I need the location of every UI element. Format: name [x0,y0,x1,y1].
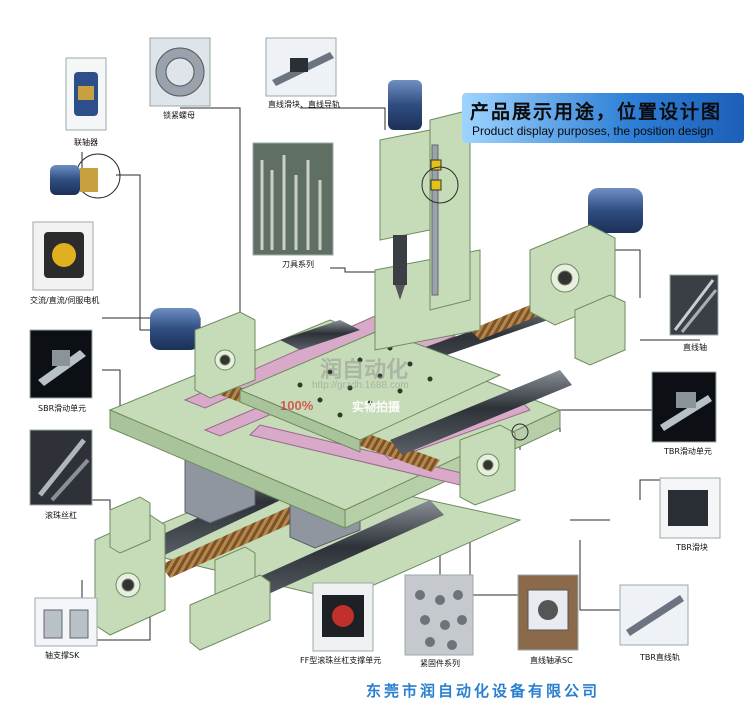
thumb-ball-screw [29,429,93,506]
label-tbr-block: TBR滑块 [676,543,708,552]
thumb-ff-support [312,582,374,652]
label-tbr-unit: TBR滑动单元 [664,447,712,456]
label-tools: 刀具系列 [282,260,314,269]
label-ball-screw: 滚珠丝杠 [45,511,77,520]
watermark-real: 实物拍摄 [352,400,401,414]
title-cn: 产品展示用途，位置设计图 [470,101,723,123]
label-linear-guide: 直线滑块、直线导轨 [268,100,340,109]
thumb-linear-bearing [517,574,579,651]
thumb-tbr-rail [619,584,689,646]
thumb-tbr-block [659,477,721,539]
thumb-tools [252,142,334,256]
thumb-lock-nut [149,37,211,107]
label-servo-motor: 交流/直流/伺服电机 [30,296,100,305]
label-linear-shaft: 直线轴 [683,343,707,352]
watermark-badge: 100% [280,398,314,413]
thumb-servo-motor [32,221,94,291]
thumb-shaft-support [34,597,98,647]
watermark-url: http://grzdh.1688.com [312,380,409,391]
z-motor [388,80,422,130]
thumb-tbr-unit [651,371,717,443]
lower-supports [94,496,271,651]
thumb-fasteners [404,574,474,656]
table-holes [297,345,433,418]
thumb-linear-shaft [669,274,719,336]
watermark-name: 润自动化 [320,358,409,383]
label-sbr-unit: SBR滑动单元 [38,404,87,413]
label-shaft-support: 轴支撑SK [45,651,80,660]
side-motors [150,188,643,350]
label-linear-bearing: 直线轴承SC [530,656,573,665]
thumb-sbr-unit [29,329,93,399]
label-lock-nut: 锁紧螺母 [163,111,195,120]
title-banner [462,93,744,143]
label-ff-support: FF型滚珠丝杠支撑单元 [300,656,382,665]
label-coupling: 联轴器 [74,138,98,147]
supports-upper [194,224,626,506]
company-footer: 东莞市润自动化设备有限公司 [366,682,601,700]
thumb-linear-guide [265,37,337,97]
title-en: Product display purposes, the position d… [472,124,714,138]
z-column [374,109,481,351]
spindle [393,235,407,285]
thumb-coupling [65,57,107,131]
z-rail [431,144,439,296]
label-tbr-rail: TBR直线轨 [640,653,680,662]
thumb-servo-small [50,165,98,195]
label-fasteners: 紧固件系列 [420,659,460,668]
